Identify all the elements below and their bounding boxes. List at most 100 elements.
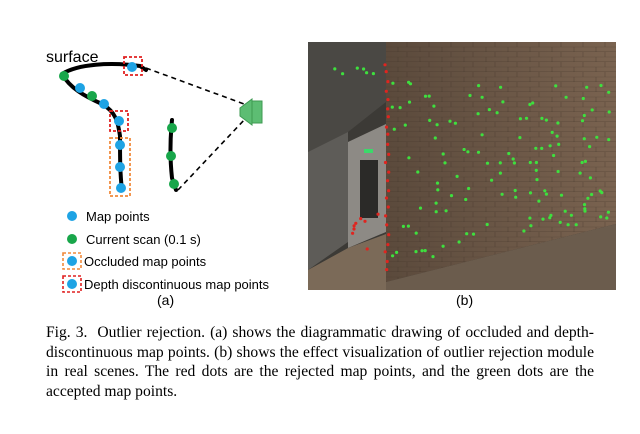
accepted-point [583, 209, 587, 213]
accepted-point [583, 159, 587, 163]
accepted-point [518, 117, 522, 121]
accepted-point [537, 199, 541, 203]
accepted-point [499, 85, 503, 89]
scan-point [59, 71, 69, 81]
rejected-point [385, 223, 389, 227]
subfigure-label-a: (a) [157, 292, 175, 308]
accepted-point [607, 138, 611, 142]
accepted-point [528, 160, 532, 165]
accepted-point [414, 231, 418, 235]
accepted-point [543, 189, 547, 193]
accepted-point [501, 100, 505, 104]
accepted-point [395, 250, 399, 254]
rejected-point [352, 224, 356, 228]
rejected-point [386, 142, 390, 146]
accepted-point [581, 96, 585, 101]
accepted-point [441, 244, 445, 248]
accepted-point [580, 160, 584, 165]
legend-swatch-discontinuous [67, 279, 77, 289]
accepted-point [423, 249, 427, 253]
accepted-point [582, 113, 586, 118]
legend-label-occluded: Occluded map points [84, 254, 207, 269]
accepted-point [588, 145, 592, 149]
accepted-point [455, 174, 459, 178]
accepted-point [535, 178, 539, 182]
caption-figure-number: Fig. 3. [46, 324, 88, 341]
accepted-point [449, 194, 454, 198]
accepted-point [398, 106, 402, 110]
legend-swatch-map [67, 211, 77, 221]
rejected-point [386, 80, 390, 84]
lidar-sensor-icon [239, 98, 263, 126]
rejected-point [387, 233, 391, 237]
rejected-point [385, 268, 389, 272]
legend-swatch-scan [67, 234, 77, 244]
rejected-point [365, 247, 369, 251]
accepted-point [582, 203, 587, 207]
legend-label-scan: Current scan (0.1 s) [86, 232, 201, 247]
accepted-point [498, 161, 502, 165]
accepted-point [595, 135, 599, 139]
accepted-point [599, 215, 603, 219]
accepted-point [485, 222, 489, 227]
rejected-point [386, 205, 390, 209]
map-point [75, 83, 85, 93]
scene-visualization [308, 42, 616, 290]
accepted-point [355, 66, 359, 70]
map-point [116, 183, 126, 193]
rejected-point [384, 196, 389, 200]
accepted-point [480, 95, 484, 99]
map-point [114, 116, 124, 126]
surface-label: surface [46, 49, 99, 66]
rejected-point [383, 250, 387, 254]
subfigure-label-b: (b) [456, 292, 474, 308]
discontinuous-box [123, 56, 143, 76]
accepted-point [607, 110, 611, 114]
accepted-point [534, 160, 538, 165]
accepted-point [557, 142, 561, 146]
map-point [127, 62, 137, 72]
figure-caption: Fig. 3.Outlier rejection. (a) shows the … [46, 323, 594, 401]
map-point [99, 99, 109, 109]
rejected-point [351, 231, 355, 235]
legend-box-discontinuous [62, 275, 82, 293]
accepted-point [485, 161, 490, 165]
rejected-point [376, 212, 380, 216]
accepted-point [541, 217, 545, 221]
accepted-point [487, 108, 491, 112]
accepted-point [392, 127, 396, 131]
accepted-point [529, 224, 533, 228]
accepted-point [476, 150, 481, 154]
accepted-point [500, 192, 504, 196]
surface-curve [60, 62, 148, 192]
accepted-point [590, 192, 594, 197]
accepted-point [507, 151, 511, 156]
legend-swatch-occluded [67, 256, 77, 266]
accepted-point [569, 213, 573, 217]
accepted-point [552, 153, 556, 158]
accepted-point [582, 137, 586, 141]
rejected-point [387, 170, 391, 174]
accepted-point [432, 104, 436, 108]
accepted-point [574, 223, 578, 227]
accepted-point [605, 216, 609, 220]
caption-text: Outlier rejection. (a) shows the diagram… [46, 324, 595, 400]
rejected-point [354, 221, 358, 225]
rejected-point [387, 152, 391, 156]
accepted-point [453, 121, 457, 125]
accepted-point [418, 206, 423, 210]
accepted-point [427, 94, 431, 98]
accepted-point [434, 201, 438, 205]
exit-sign [364, 149, 373, 153]
rejected-point [384, 89, 388, 93]
accepted-point [555, 134, 559, 138]
accepted-point [580, 119, 585, 123]
accepted-point [531, 101, 535, 105]
accepted-point [528, 216, 532, 220]
accepted-point [512, 161, 516, 165]
map-point [115, 162, 125, 172]
scan-points [59, 71, 179, 189]
accepted-point [435, 123, 439, 127]
accepted-point [556, 169, 560, 174]
accepted-point [476, 112, 480, 116]
